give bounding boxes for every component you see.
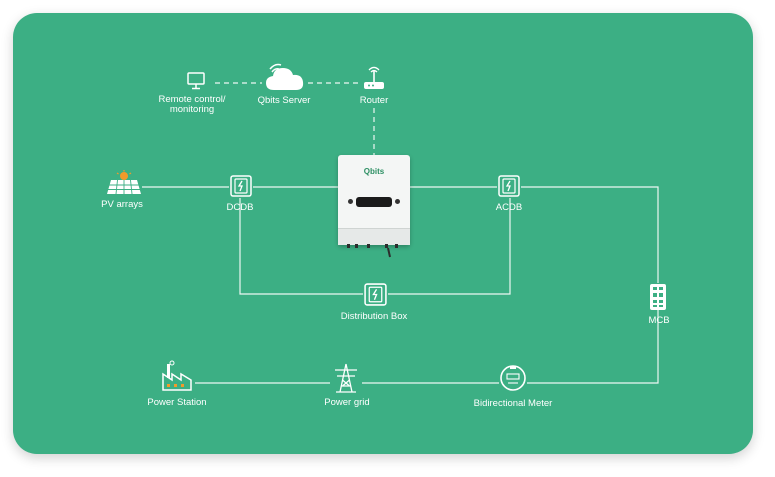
inverter-base	[338, 228, 410, 245]
power-station-label: Power Station	[147, 397, 207, 408]
router-icon	[364, 66, 384, 89]
pv-label: PV arrays	[101, 199, 143, 210]
inverter-led	[395, 199, 400, 204]
acdb-label: ACDB	[495, 202, 523, 213]
line-dcdb-distbox	[239, 198, 363, 295]
line-acdb-mcb	[521, 186, 659, 283]
server-label: Qbits Server	[257, 95, 311, 106]
inverter-led	[348, 199, 353, 204]
line-mcb-meter	[527, 310, 659, 384]
power-grid-label: Power grid	[324, 397, 370, 408]
line-acdb-distbox	[388, 198, 511, 295]
remote-label-line1: Remote control/	[158, 94, 226, 105]
distribution-box-icon	[364, 283, 387, 306]
acdb-box-icon	[498, 175, 520, 197]
factory-icon	[162, 360, 192, 391]
breaker-icon	[650, 284, 666, 310]
inverter-screen	[356, 197, 392, 207]
router-label: Router	[359, 95, 389, 106]
meter-icon	[500, 365, 526, 391]
dcdb-label: DCDB	[226, 202, 254, 213]
inverter-brand: Qbits	[363, 167, 385, 176]
monitor-icon	[187, 72, 205, 90]
distribution-box-label: Distribution Box	[340, 311, 408, 322]
dcdb-box-icon	[230, 175, 252, 197]
inverter-cables	[347, 244, 398, 258]
solar-panel-icon	[107, 170, 141, 195]
mcb-label: MCB	[648, 315, 670, 326]
cloud-wifi-icon	[266, 63, 304, 90]
inverter-icon: Qbits	[338, 155, 410, 245]
remote-label-line2: monitoring	[169, 104, 215, 115]
meter-label: Bidirectional Meter	[473, 398, 553, 409]
pylon-icon	[335, 363, 357, 393]
